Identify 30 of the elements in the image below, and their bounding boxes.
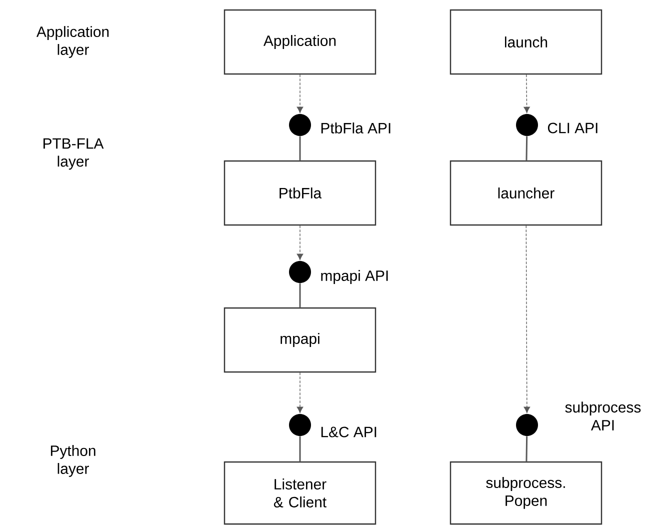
interface-ball	[289, 261, 311, 283]
interface-ball	[516, 114, 538, 136]
layer-label: PTB-FLA layer	[44, 138, 104, 170]
connector	[299, 436, 301, 462]
connector	[296, 372, 304, 414]
connector	[524, 225, 530, 414]
connector	[299, 283, 301, 308]
component-box: mpapi	[224, 307, 376, 373]
connector	[299, 136, 301, 160]
component-box: launcher	[450, 160, 602, 226]
layer-label: Python layer	[50, 445, 96, 477]
layer-label: Application layer	[36, 26, 109, 58]
component-box: subprocess. Popen	[450, 461, 602, 525]
interface-ball	[289, 114, 311, 136]
interface-label: CLI API	[548, 122, 598, 134]
interface-label: mpapi API	[321, 270, 388, 284]
connector	[524, 74, 530, 114]
connector	[526, 436, 528, 462]
component-box: Listener & Client	[224, 461, 376, 525]
interface-label: subprocess API	[565, 402, 641, 430]
connector	[526, 136, 528, 160]
interface-label: L&C API	[321, 426, 376, 438]
interface-ball	[516, 414, 538, 436]
component-box: launch	[450, 9, 602, 75]
interface-ball	[289, 414, 311, 436]
component-box: PtbFla	[224, 160, 376, 226]
interface-label: PtbFla API	[321, 122, 390, 134]
component-box: Application	[224, 9, 376, 75]
connector	[296, 74, 304, 114]
connector	[296, 225, 304, 260]
